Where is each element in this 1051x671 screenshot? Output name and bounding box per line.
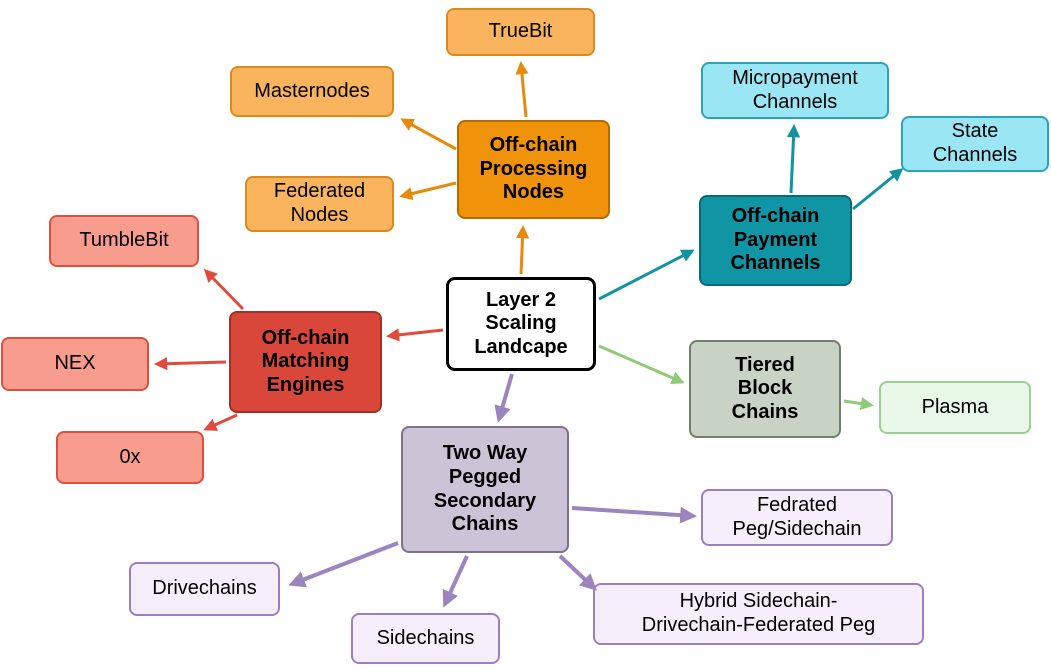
node-tiered-block-chains-label: Tiered Block Chains: [731, 353, 799, 423]
node-hybrid-sidechain-drivechain-federated-peg: Hybrid Sidechain- Drivechain-Federated P…: [593, 583, 924, 645]
node-offchain-processing-nodes-label: Off-chain Processing Nodes: [479, 134, 588, 204]
edge-center-to-tiered: [598, 344, 685, 384]
node-two-way-pegged-secondary-chains-label: Two Way Pegged Secondary Chains: [433, 442, 537, 536]
node-two-way-pegged-secondary-chains: Two Way Pegged Secondary Chains: [401, 426, 569, 553]
edge-processing-to-masternodes: [400, 118, 457, 151]
node-hybrid-sidechain-drivechain-federated-peg-label: Hybrid Sidechain- Drivechain-Federated P…: [641, 590, 876, 636]
node-center: Layer 2 Scaling Landcape: [446, 277, 596, 371]
node-fedrated-peg-sidechain-label: Fedrated Peg/Sidechain: [732, 493, 862, 540]
node-sidechains-label: Sidechains: [376, 626, 475, 649]
edge-twoway-to-fedrated-peg: [571, 506, 697, 524]
node-plasma-label: Plasma: [921, 395, 989, 418]
node-tiered-block-chains: Tiered Block Chains: [689, 340, 841, 438]
edge-tiered-to-plasma: [843, 396, 874, 411]
node-offchain-processing-nodes: Off-chain Processing Nodes: [457, 120, 610, 219]
node-micropayment-channels: Micropayment Channels: [701, 62, 889, 119]
node-nex: NEX: [1, 337, 149, 391]
node-offchain-matching-engines-label: Off-chain Matching Engines: [261, 326, 350, 396]
node-drivechains-label: Drivechains: [152, 577, 257, 600]
node-plasma: Plasma: [879, 381, 1031, 434]
node-state-channels: State Channels: [901, 116, 1049, 172]
edge-twoway-to-sidechains: [442, 555, 469, 608]
edge-center-to-payment: [598, 249, 695, 301]
node-tumblebit-label: TumbleBit: [79, 229, 169, 252]
edge-matching-to-tumblebit: [203, 268, 245, 311]
edge-twoway-to-hybrid: [558, 554, 597, 591]
edge-center-to-processing: [515, 225, 530, 275]
node-masternodes: Masternodes: [230, 66, 394, 117]
node-fedrated-peg-sidechain: Fedrated Peg/Sidechain: [701, 489, 893, 546]
edge-processing-to-federated-nodes: [399, 181, 457, 201]
edge-processing-to-truebit: [515, 61, 529, 118]
node-federated-nodes: Federated Nodes: [245, 176, 394, 232]
node-truebit: TrueBit: [446, 8, 595, 56]
edge-matching-to-nex: [154, 357, 227, 371]
edge-center-to-twoway: [494, 373, 514, 423]
edge-center-to-matching: [386, 328, 444, 342]
edge-twoway-to-drivechains: [288, 541, 399, 588]
node-sidechains: Sidechains: [351, 613, 500, 664]
node-truebit-label: TrueBit: [488, 20, 553, 43]
edge-matching-to-0x: [203, 413, 238, 431]
node-tumblebit: TumbleBit: [49, 215, 199, 267]
node-masternodes-label: Masternodes: [254, 79, 370, 102]
node-0x: 0x: [56, 431, 204, 484]
node-federated-nodes-label: Federated Nodes: [273, 180, 366, 226]
node-offchain-payment-channels-label: Off-chain Payment Channels: [730, 205, 821, 275]
node-micropayment-channels-label: Micropayment Channels: [732, 66, 858, 113]
node-offchain-matching-engines: Off-chain Matching Engines: [229, 311, 382, 413]
edge-payment-to-micropayment: [786, 124, 801, 194]
node-state-channels-label: State Channels: [932, 120, 1018, 166]
node-offchain-payment-channels: Off-chain Payment Channels: [699, 195, 852, 286]
node-drivechains: Drivechains: [129, 562, 280, 616]
node-nex-label: NEX: [54, 352, 96, 375]
edge-payment-to-state: [852, 168, 904, 211]
node-0x-label: 0x: [119, 445, 141, 468]
node-center-label: Layer 2 Scaling Landcape: [474, 288, 568, 358]
